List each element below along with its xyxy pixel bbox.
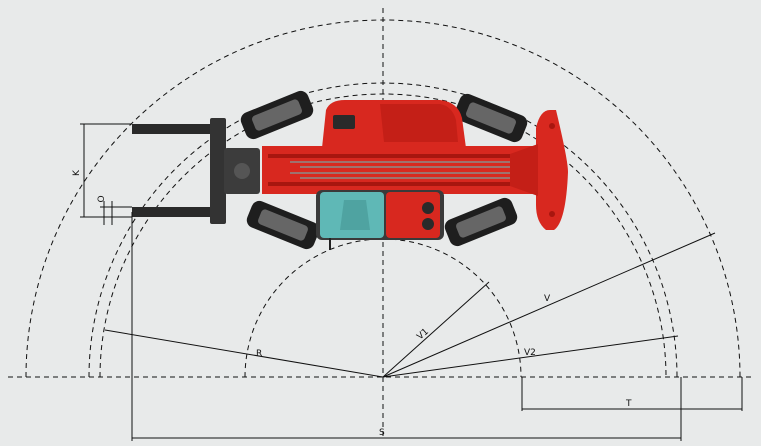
- counterweight-light-bottom: [549, 211, 555, 217]
- fork-carriage: [210, 118, 226, 224]
- boom-upper-rail: [268, 154, 550, 158]
- boom-lower-rail: [268, 182, 550, 186]
- label-s: S: [379, 428, 385, 438]
- counterweight: [536, 110, 568, 230]
- radius-r: [104, 329, 384, 378]
- fuel-cap-1: [422, 202, 434, 214]
- label-v2: V2: [524, 348, 536, 358]
- attachment-pin: [234, 163, 250, 179]
- fuel-cap-2: [422, 218, 434, 230]
- fork-upper: [132, 124, 218, 134]
- radius-lines: [104, 232, 716, 378]
- extension-lines: [131, 212, 743, 441]
- fork-lower: [132, 207, 218, 217]
- radius-v: [382, 232, 716, 378]
- telehandler-machine: [132, 90, 568, 250]
- hood-vent: [333, 115, 355, 129]
- counterweight-light-top: [549, 123, 555, 129]
- hood-shading: [380, 104, 458, 142]
- circle-2: [88, 82, 678, 378]
- label-t: T: [625, 399, 632, 409]
- radius-v1: [382, 281, 490, 378]
- label-k: K: [72, 169, 82, 176]
- cab-seat: [340, 200, 370, 230]
- outer-circle: [25, 19, 741, 378]
- label-o: O: [97, 195, 107, 202]
- tyres: [240, 90, 528, 250]
- label-v1: V1: [415, 327, 431, 342]
- cab-rear-panel: [386, 192, 440, 238]
- hydraulic-lines: [290, 161, 540, 179]
- dimension-k: [80, 123, 132, 218]
- label-v: V: [544, 294, 551, 304]
- circle-3: [99, 93, 667, 378]
- rear-neck: [510, 144, 538, 196]
- dimension-o: [100, 201, 132, 225]
- radius-v2: [382, 335, 679, 378]
- label-r: R: [256, 349, 262, 359]
